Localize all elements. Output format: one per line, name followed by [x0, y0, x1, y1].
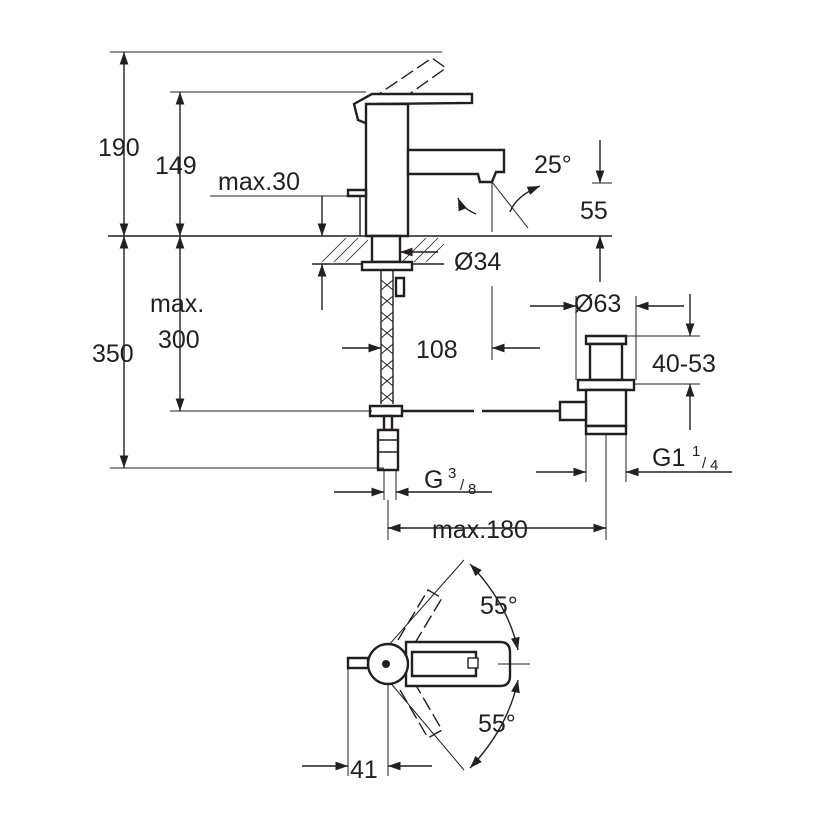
max-below-counter-label: max.: [150, 290, 204, 318]
faucet-body: [364, 102, 410, 238]
max-offset-label: max.180: [432, 516, 528, 544]
spout-reach-label: 108: [416, 336, 458, 364]
waste-valve: [558, 334, 636, 436]
svg-text:G1: G1: [652, 444, 685, 472]
max-counter-thickness-label: max.30: [218, 168, 300, 196]
lever-raised-outline: [369, 57, 448, 113]
svg-text:3: 3: [448, 465, 456, 482]
faucet-side-view: [108, 57, 636, 472]
spout-height-label: 149: [155, 152, 197, 180]
lever-angle-front-label: 55°: [478, 710, 516, 738]
dimension-lines: [110, 51, 732, 540]
countertop-hatching: [321, 237, 445, 263]
faucet-spout: [406, 148, 506, 184]
connection-thread-label: G 3 / 8: [424, 465, 476, 498]
svg-text:8: 8: [468, 481, 476, 498]
pop-up-rod: [346, 188, 368, 198]
below-counter-max-value: 300: [158, 326, 200, 354]
lever-front-position: [399, 681, 443, 739]
lever-angle-back-label: 55°: [480, 592, 518, 620]
waste-thread-label: G1 1 / 4: [652, 443, 718, 474]
svg-text:1: 1: [692, 443, 700, 460]
below-counter-total-label: 350: [92, 340, 134, 368]
total-height-label: 190: [98, 134, 140, 162]
waste-diameter-label: Ø63: [574, 290, 621, 318]
svg-text:G: G: [424, 466, 443, 494]
hole-diameter-label: Ø34: [454, 248, 501, 276]
supply-hose: [380, 270, 394, 404]
spout-angle-label: 25°: [534, 151, 572, 179]
svg-text:4: 4: [710, 457, 718, 474]
svg-text:/: /: [460, 477, 465, 494]
waste-range-label: 40-53: [652, 350, 716, 378]
lever-handle: [352, 92, 474, 126]
mounting-shank: [370, 234, 402, 264]
lever-offset-label: 41: [350, 756, 378, 784]
mounting-nut: [360, 260, 414, 272]
faucet-top-view: [302, 559, 530, 776]
svg-text:/: /: [702, 455, 707, 472]
aerator-clearance-label: 55: [580, 197, 608, 225]
tee-connector: [368, 404, 404, 418]
angle-valve-connector: [376, 428, 400, 472]
pop-up-rod-top: [346, 656, 370, 670]
lever-back-position: [397, 589, 443, 649]
